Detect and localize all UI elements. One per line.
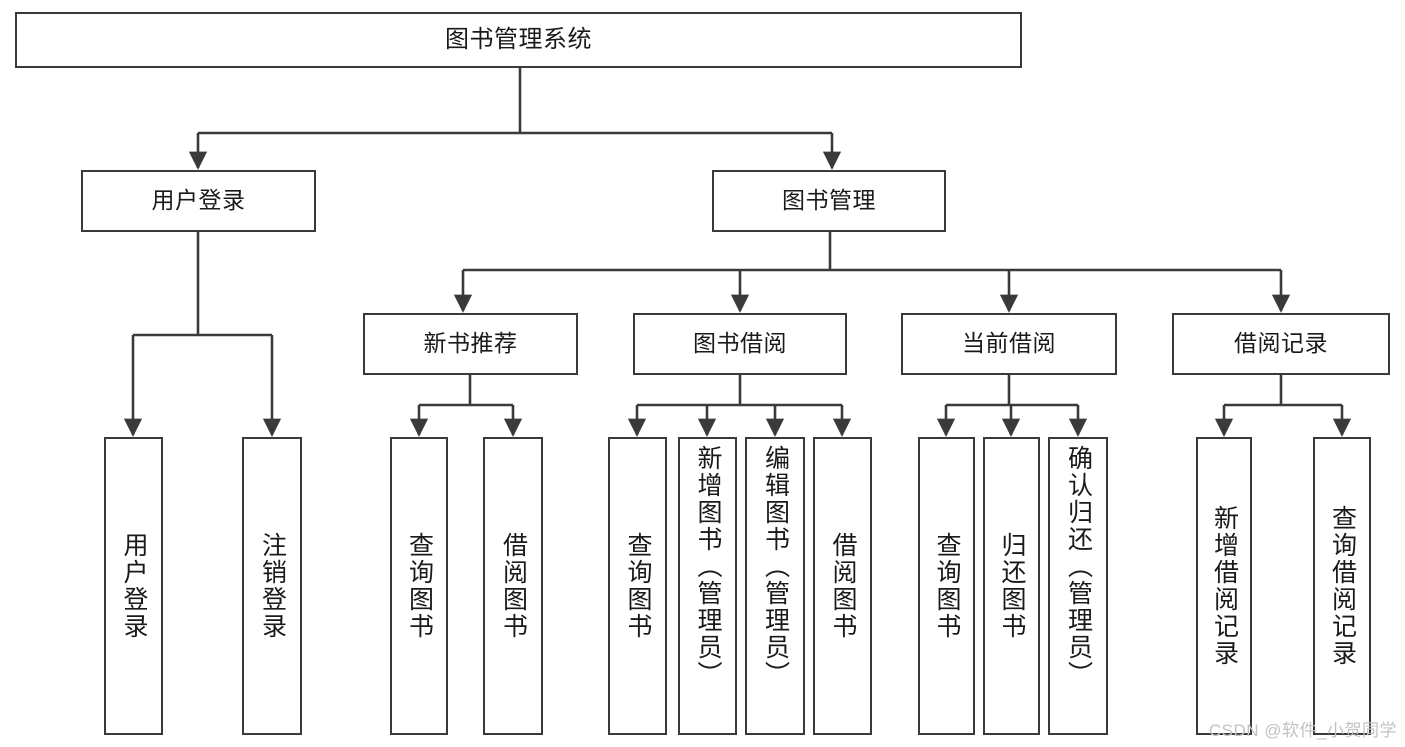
- node-root-label: 图书管理系统: [445, 25, 592, 53]
- node-borrow-record-label: 借阅记录: [1234, 330, 1328, 357]
- leaf-confirm-return-admin-label: 确认归还（管理员）: [1064, 445, 1093, 688]
- node-book-borrow[interactable]: 图书借阅: [633, 313, 847, 375]
- node-book-management-label: 图书管理: [782, 187, 876, 214]
- leaf-borrow-book-newbook[interactable]: 借阅图书: [483, 437, 543, 735]
- node-book-management[interactable]: 图书管理: [712, 170, 946, 232]
- leaf-user-login[interactable]: 用户登录: [104, 437, 163, 735]
- node-new-book-recommend-label: 新书推荐: [423, 330, 518, 357]
- leaf-query-book-borrow-label: 查询图书: [624, 532, 652, 640]
- leaf-query-book-borrow[interactable]: 查询图书: [608, 437, 667, 735]
- leaf-query-book-current[interactable]: 查询图书: [918, 437, 975, 735]
- node-user-login-label: 用户登录: [151, 187, 246, 214]
- leaf-logout[interactable]: 注销登录: [242, 437, 302, 735]
- leaf-query-book-newbook[interactable]: 查询图书: [390, 437, 448, 735]
- leaf-query-borrow-record[interactable]: 查询借阅记录: [1313, 437, 1371, 735]
- leaf-add-borrow-record[interactable]: 新增借阅记录: [1196, 437, 1252, 735]
- leaf-logout-label: 注销登录: [258, 532, 287, 640]
- leaf-add-borrow-record-label: 新增借阅记录: [1210, 505, 1239, 667]
- leaf-confirm-return-admin[interactable]: 确认归还（管理员）: [1048, 437, 1108, 735]
- leaf-add-book-admin[interactable]: 新增图书（管理员）: [678, 437, 737, 735]
- leaf-query-book-current-label: 查询图书: [933, 532, 961, 640]
- leaf-edit-book-admin[interactable]: 编辑图书（管理员）: [745, 437, 805, 735]
- node-book-borrow-label: 图书借阅: [693, 330, 787, 357]
- node-current-borrow[interactable]: 当前借阅: [901, 313, 1117, 375]
- leaf-query-book-newbook-label: 查询图书: [405, 532, 434, 640]
- leaf-query-borrow-record-label: 查询借阅记录: [1328, 505, 1357, 667]
- leaf-add-book-admin-label: 新增图书（管理员）: [694, 445, 722, 688]
- node-current-borrow-label: 当前借阅: [962, 330, 1056, 357]
- node-user-login[interactable]: 用户登录: [81, 170, 316, 232]
- leaf-return-book[interactable]: 归还图书: [983, 437, 1040, 735]
- node-borrow-record[interactable]: 借阅记录: [1172, 313, 1390, 375]
- leaf-return-book-label: 归还图书: [998, 532, 1026, 640]
- node-new-book-recommend[interactable]: 新书推荐: [363, 313, 578, 375]
- watermark: CSDN @软件_小贺同学: [1208, 721, 1397, 740]
- leaf-user-login-label: 用户登录: [120, 532, 148, 640]
- node-root[interactable]: 图书管理系统: [15, 12, 1022, 68]
- leaf-borrow-book-newbook-label: 借阅图书: [499, 532, 528, 640]
- leaf-borrow-book[interactable]: 借阅图书: [813, 437, 872, 735]
- leaf-edit-book-admin-label: 编辑图书（管理员）: [761, 445, 790, 688]
- leaf-borrow-book-label: 借阅图书: [829, 532, 857, 640]
